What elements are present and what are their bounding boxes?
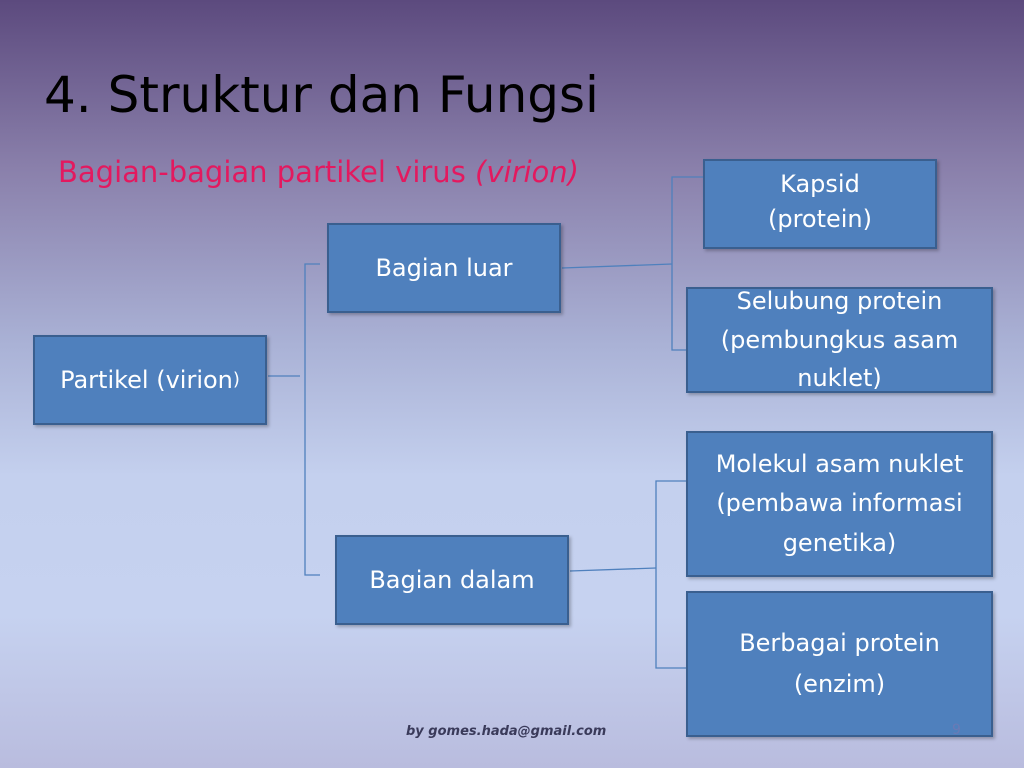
box-nucleic-acid: Molekul asam nuklet (pembawa informasi g… xyxy=(686,431,993,577)
envelope-label: Selubung protein (pembungkus asam nuklet… xyxy=(720,287,959,393)
outer-label: Bagian luar xyxy=(375,254,513,282)
connector-inner-branch xyxy=(569,567,657,572)
root-label-suffix: ) xyxy=(232,368,240,390)
inner-label: Bagian dalam xyxy=(369,565,535,594)
box-envelope: Selubung protein (pembungkus asam nuklet… xyxy=(686,287,993,393)
connector-outer-branch xyxy=(561,263,673,269)
root-label: Partikel (virion xyxy=(60,365,233,394)
bracket-inner xyxy=(655,480,686,669)
nucleic-label: Molekul asam nuklet (pembawa informasi g… xyxy=(715,449,964,557)
box-root-virion: Partikel (virion) xyxy=(33,335,267,425)
bracket-outer xyxy=(671,176,703,351)
box-inner-part: Bagian dalam xyxy=(335,535,569,625)
slide-subtitle: Bagian-bagian partikel virus (virion) xyxy=(58,155,579,189)
subtitle-italic: (virion) xyxy=(475,155,579,189)
box-enzymes: Berbagai protein (enzim) xyxy=(686,591,993,737)
slide-footer: by gomes.hada@gmail.com xyxy=(406,724,607,739)
subtitle-main: Bagian-bagian partikel virus xyxy=(58,155,476,189)
box-outer-part: Bagian luar xyxy=(327,223,561,313)
slide-title: 4. Struktur dan Fungsi xyxy=(44,66,599,124)
page-number: 9 xyxy=(952,722,961,738)
enzymes-label: Berbagai protein (enzim) xyxy=(739,629,940,698)
bracket-root xyxy=(304,263,320,576)
box-capsid: Kapsid (protein) xyxy=(703,159,937,249)
capsid-label: Kapsid (protein) xyxy=(767,170,873,233)
